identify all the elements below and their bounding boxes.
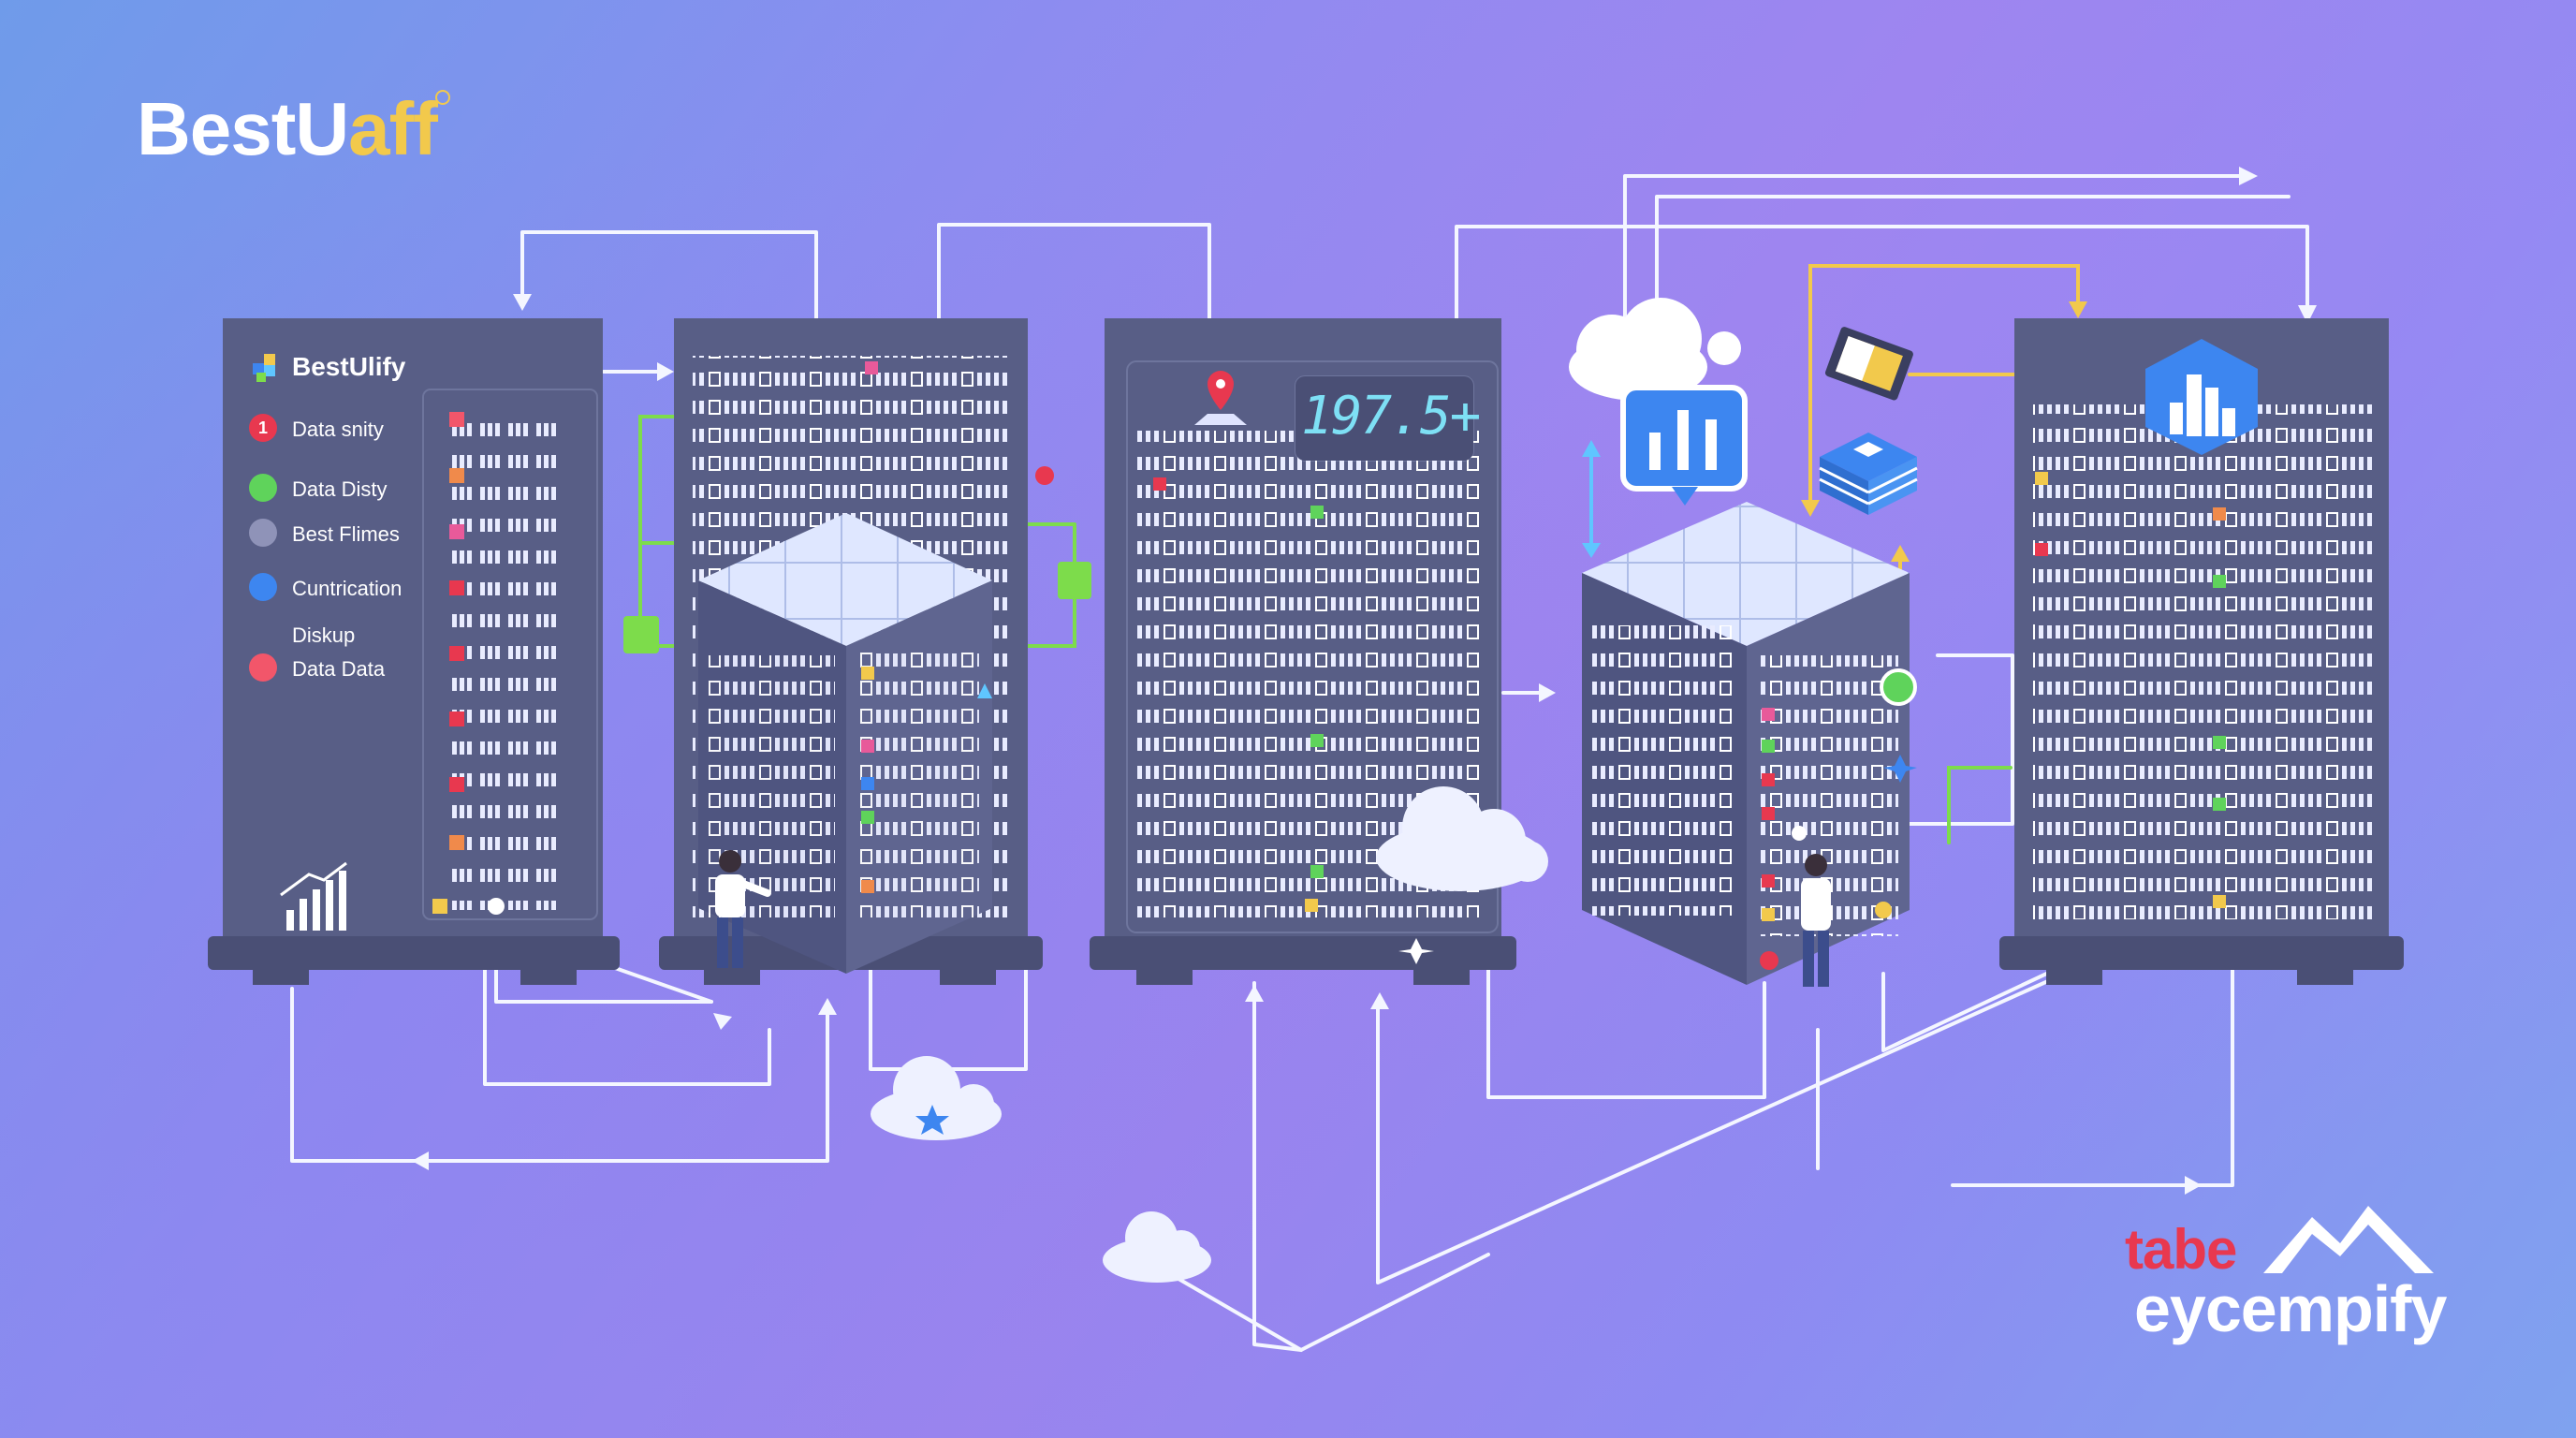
legend-item-label: Cuntrication <box>292 577 402 600</box>
legend-item: 1 Data snity <box>249 410 436 444</box>
cloud-star-icon <box>871 1056 1002 1140</box>
legend-item-label: Diskup <box>292 624 356 647</box>
legend-item: Best Flimes <box>249 515 436 549</box>
server-rack-legend <box>208 318 620 985</box>
brand-accent: aff <box>348 87 438 170</box>
alert-dot <box>1035 466 1054 485</box>
status-node-icon <box>1880 668 1917 706</box>
building-icon <box>2145 339 2258 455</box>
legend-item-label: Data snity <box>292 418 384 441</box>
link-node-icon <box>623 616 659 653</box>
legend-dot-icon <box>249 414 277 442</box>
map-pin-icon <box>1194 371 1247 425</box>
connector-lines <box>290 174 2309 1352</box>
blue-connector-lines <box>1582 440 1601 558</box>
server-rack-5 <box>1999 318 2404 985</box>
server-cube-1 <box>623 466 1091 974</box>
mountain-icon <box>2263 1206 2434 1273</box>
rack-status-lights <box>432 412 505 915</box>
trademark-mark <box>434 90 450 105</box>
legend-item-label: Data Disty <box>292 477 388 501</box>
cloud-icon <box>1376 786 1548 891</box>
rack-slots <box>447 404 560 910</box>
legend-dot-icon <box>249 519 277 547</box>
brand-bottom-line1: tabe <box>2125 1218 2237 1281</box>
brand-mark-icon <box>253 354 275 382</box>
legend-dot-icon <box>249 653 277 682</box>
person-icon <box>1801 854 1831 987</box>
link-node-icon <box>1058 562 1091 599</box>
cloud-icon <box>1103 1211 1211 1283</box>
legend-item-label: Best Flimes <box>292 522 400 546</box>
stack-icon <box>1819 433 1918 515</box>
legend-dot-icon <box>249 474 277 502</box>
metric-readout: 197.5+ <box>1301 386 1481 447</box>
legend-item: Data Data <box>249 650 436 683</box>
sparkle-icon <box>1883 755 1917 783</box>
bar-chart-icon <box>1620 385 1748 506</box>
legend-item: Cuntrication <box>249 569 436 603</box>
legend-item-label: Data Data <box>292 657 386 681</box>
legend-title-text: BestUlify <box>292 352 406 381</box>
cloud-icon <box>1569 298 1741 401</box>
monitor-icon <box>1824 327 1913 401</box>
sparkle-icon <box>1398 938 1434 964</box>
brand-bottom-line2: eycempify <box>2134 1272 2447 1345</box>
growth-chart-icon <box>280 861 347 931</box>
server-cube-2 <box>1582 502 1917 985</box>
legend-item: Data Disty <box>249 470 436 504</box>
legend-marker: 1 <box>257 418 268 437</box>
brand-prefix: BestU <box>137 87 349 170</box>
brand-logo-top: BestUaff <box>137 86 450 172</box>
legend-item: Diskup <box>249 616 436 650</box>
person-icon <box>715 850 771 968</box>
legend-dot-icon <box>249 573 277 601</box>
